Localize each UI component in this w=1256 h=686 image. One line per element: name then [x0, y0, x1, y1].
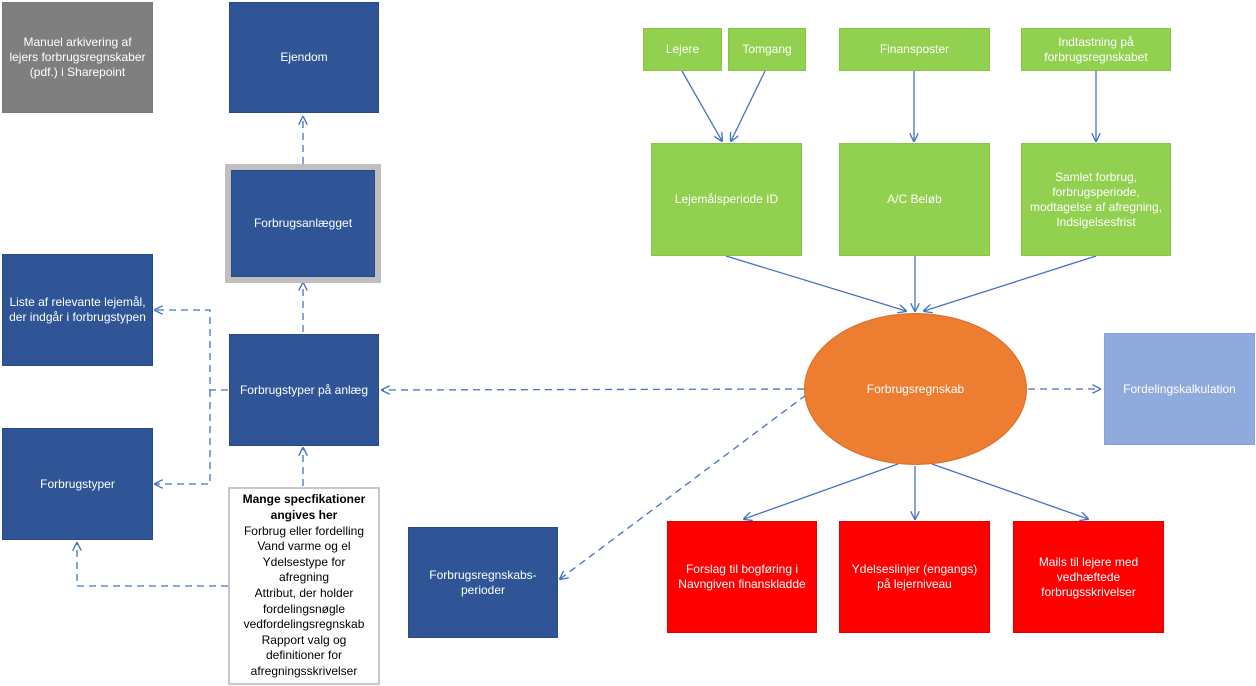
regnskabsperioder-label: Forbrugsregnskabs-perioder [429, 567, 537, 597]
arrow-spec-to-forbrugstyper [77, 543, 228, 587]
forbrugstyper-anlaeg-label: Forbrugstyper på anlæg [239, 382, 369, 397]
forslag-bogfoering-label: Forslag til bogføring i Navngiven finans… [678, 562, 806, 591]
spec-line: Vand varme og el [257, 539, 351, 554]
forbrugsregnskab-label: Forbrugsregnskab [866, 381, 965, 396]
spec-line: Forbrug eller fordelling [243, 523, 365, 538]
spec-line: definitioner for [265, 648, 343, 663]
arrow-tomgang-to-lejemaalsperiode [731, 70, 766, 141]
lejemaalsperiode-box: Lejemålsperiode ID [651, 143, 802, 256]
spec-line: Attribut, der holder [254, 586, 354, 600]
arrow-forbrugsregnskab-to-forslag [744, 463, 899, 519]
forbrugstyper-box: Forbrugstyper [2, 428, 153, 540]
forbrugstyper-anlaeg-box: Forbrugstyper på anlæg [229, 334, 379, 446]
lejemaalsperiode-label: Lejemålsperiode ID [674, 192, 779, 206]
spec-line: vedfordelingsregnskab [243, 617, 365, 632]
finansposter-box: Finansposter [839, 28, 990, 71]
spec-line: Rapport valg og [261, 632, 347, 647]
tomgang-box: Tomgang [728, 28, 806, 71]
mails-lejere-box: Mails til lejere med vedhæftede forbrugs… [1013, 521, 1164, 633]
arrow-forbrugsregnskab-to-mails [931, 463, 1088, 519]
samlet-forbrug-label: Samlet forbrug, forbrugsperiode, modtage… [1029, 169, 1163, 229]
ac-beloeb-box: A/C Beløb [839, 143, 990, 256]
forbrugsanlaegget-box: Forbrugsanlægget [225, 164, 381, 283]
arrow-lejemaalsperiode-to-forbrugsregnskab [725, 255, 906, 311]
ejendom-box: Ejendom [229, 2, 379, 113]
manuel-arkivering-label: Manuel arkivering af lejers forbrugsregn… [9, 35, 146, 79]
arrow-forbrugstyper-anlaeg-to-liste [155, 310, 228, 391]
indtastning-label: Indtastning på forbrugsregnskabet [1044, 34, 1148, 64]
forslag-bogfoering-box: Forslag til bogføring i Navngiven finans… [667, 521, 817, 633]
fordelingskalkulation-label: Fordelingskalkulation [1123, 381, 1236, 396]
spec-line: fordelingsnøgle [262, 601, 346, 616]
ydelseslinjer-box: Ydelseslinjer (engangs) på lejerniveau [839, 521, 990, 633]
arrow-lejere-to-lejemaalsperiode [681, 70, 722, 141]
ejendom-label: Ejendom [280, 50, 328, 64]
samlet-forbrug-box: Samlet forbrug, forbrugsperiode, modtage… [1021, 143, 1171, 256]
arrow-forbrugsregnskab-to-regnskabsperioder [560, 394, 807, 579]
liste-lejemaal-box: Liste af relevante lejemål, der indgår i… [2, 254, 153, 366]
ac-beloeb-label: A/C Beløb [887, 192, 942, 206]
lejere-label: Lejere [665, 42, 700, 56]
finansposter-label: Finansposter [879, 42, 950, 56]
spec-line: afregningsskrivelser [250, 663, 358, 678]
ydelseslinjer-label: Ydelseslinjer (engangs) på lejerniveau [851, 562, 978, 591]
arrow-samlet-forbrug-to-forbrugsregnskab [924, 255, 1097, 311]
mails-lejere-label: Mails til lejere med vedhæftede forbrugs… [1038, 554, 1139, 599]
indtastning-box: Indtastning på forbrugsregnskabet [1021, 28, 1171, 71]
arrow-forbrugsregnskab-to-forbrugstyper-anlaeg [382, 389, 805, 390]
specifikationer-box: Mange specfikationer angives her Forbrug… [228, 487, 380, 685]
manuel-arkivering-box: Manuel arkivering af lejers forbrugsregn… [2, 2, 153, 113]
spec-line: Ydelsestype for afregning [262, 554, 346, 585]
regnskabsperioder-box: Forbrugsregnskabs-perioder [408, 527, 558, 638]
specifikationer-title: Mange specfikationer angives her [242, 492, 366, 523]
fordelingskalkulation-box: Fordelingskalkulation [1104, 333, 1255, 445]
lejere-box: Lejere [643, 28, 722, 71]
forbrugsregnskab-ellipse: Forbrugsregnskab [804, 313, 1027, 465]
liste-lejemaal-label: Liste af relevante lejemål, der indgår i… [9, 295, 146, 324]
forbrugstyper-label: Forbrugstyper [40, 476, 115, 491]
connector-branch-to-forbrugstyper [155, 390, 211, 484]
forbrugsanlaegget-label: Forbrugsanlægget [253, 216, 353, 230]
tomgang-label: Tomgang [742, 42, 792, 56]
